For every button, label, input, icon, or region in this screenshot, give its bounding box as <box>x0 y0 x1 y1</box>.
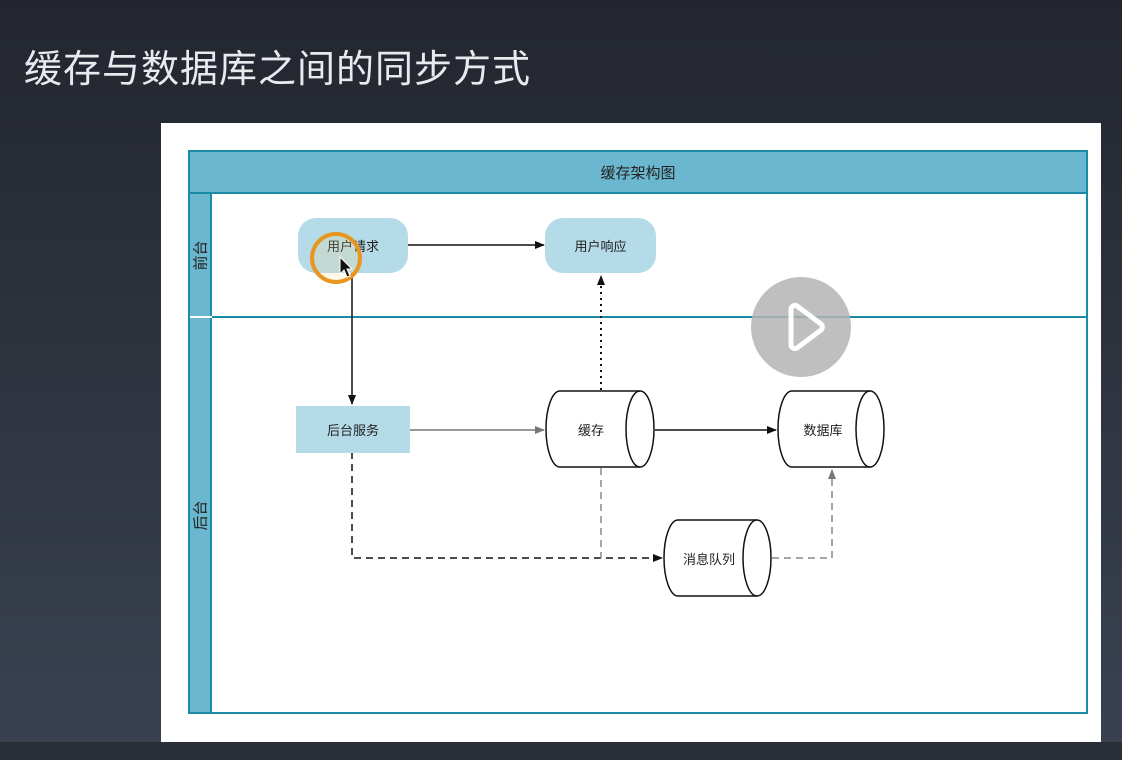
node-user-response-label: 用户响应 <box>574 240 627 255</box>
node-database: 数据库 <box>778 391 868 467</box>
message-queue-cylinder <box>663 519 772 597</box>
edge-service-to-queue <box>351 452 663 562</box>
lane-divider <box>212 316 1086 318</box>
node-message-queue-label: 消息队列 <box>682 552 735 568</box>
video-bottom-bar <box>0 742 1122 760</box>
database-cylinder <box>777 390 885 468</box>
node-cache: 缓存 <box>546 391 636 467</box>
play-icon <box>788 302 825 352</box>
node-database-label: 数据库 <box>803 423 843 439</box>
node-cache-label: 缓存 <box>577 423 604 439</box>
lane-back: 后台 <box>190 318 212 712</box>
slide-title: 缓存与数据库之间的同步方式 <box>24 47 532 91</box>
node-backend-service-label: 后台服务 <box>326 424 379 439</box>
node-user-response: 用户响应 <box>545 218 656 273</box>
play-button[interactable] <box>751 277 851 377</box>
mouse-cursor-icon <box>339 256 354 278</box>
diagram-header: 缓存架构图 <box>190 152 1086 194</box>
cache-cylinder <box>545 390 655 468</box>
edge-queue-to-database <box>772 469 836 559</box>
cursor-highlight-ring <box>310 232 362 284</box>
lane-front: 前台 <box>190 194 212 316</box>
node-backend-service: 后台服务 <box>296 406 410 453</box>
node-message-queue: 消息队列 <box>664 520 754 596</box>
